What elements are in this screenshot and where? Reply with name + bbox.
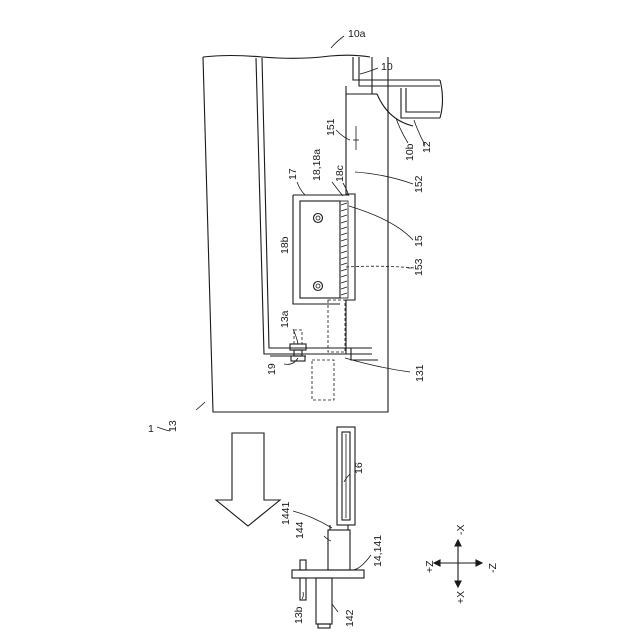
label-13a: 13a (279, 310, 291, 328)
label-1: 1 (148, 423, 154, 435)
axis-label-plus-x: +X (455, 591, 467, 604)
label-151: 151 (325, 118, 337, 136)
housing-body (203, 55, 388, 412)
label-153: 153 (413, 258, 425, 276)
label-152: 152 (413, 175, 425, 193)
frame-15 (346, 94, 378, 360)
frame-member-10 (346, 57, 443, 126)
label-10a: 10a (348, 28, 366, 40)
component-16 (337, 427, 355, 525)
axis-label-minus-x: -X (455, 525, 467, 536)
label-131: 131 (414, 364, 426, 382)
label-17: 17 (287, 168, 299, 180)
screw-13a (270, 344, 306, 361)
label-18-18a: 18,18a (311, 149, 323, 181)
label-12: 12 (421, 141, 433, 153)
label-1441: 1441 (280, 501, 292, 525)
label-13: 13 (167, 420, 179, 432)
label-19: 19 (266, 363, 278, 375)
label-142: 142 (344, 609, 356, 627)
label-13b: 13b (293, 606, 305, 624)
label-18b: 18b (279, 236, 291, 254)
label-15: 15 (413, 235, 425, 247)
label-18c: 18c (334, 165, 346, 182)
label-144: 144 (294, 521, 306, 539)
axis-indicator (434, 540, 482, 587)
movement-direction-arrow (216, 433, 280, 526)
axis-label-minus-z: -Z (487, 563, 499, 573)
axis-label-plus-z: +Z (424, 560, 436, 573)
holder-17 (293, 195, 348, 304)
label-10: 10 (381, 61, 393, 73)
label-14-141: 14,141 (372, 535, 384, 567)
label-16: 16 (353, 462, 365, 474)
label-10b: 10b (404, 143, 416, 161)
